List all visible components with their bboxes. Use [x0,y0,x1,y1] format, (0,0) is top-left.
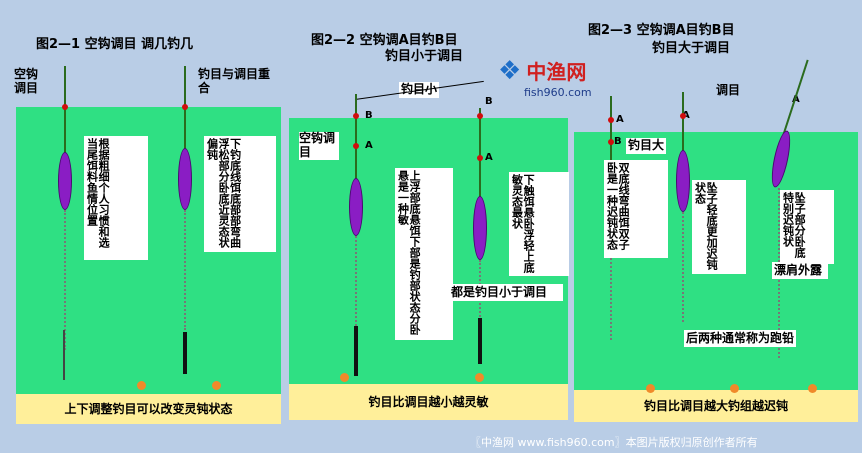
fishing-line [184,210,188,330]
float-antenna [64,66,66,156]
text-left: 双底线弯曲饵双子卧是一种迟钝状态 [605,162,631,250]
fishing-line [610,230,614,340]
label-diaomu-da: 钓目大 [626,138,667,154]
a-mark [608,117,614,123]
sinker-line [354,326,358,376]
mark-a: A [616,114,624,125]
float [473,196,487,260]
note-text: 都是钓目小于调目 [451,285,548,299]
logo-name: 中渔网 [526,60,587,84]
sinker [730,384,739,393]
panel-1: 图2—1 空钩调目 调几钓几 空钩调目 钓目与调目重合 上下调整钓目可以改变灵钝… [0,0,285,430]
sinker [646,384,655,393]
panel-3-text-mid: 坠子轻底更加迟钝状态 [692,180,746,274]
sinker [475,373,484,382]
mark-a: A [365,140,373,151]
ground: 上下调整钓目可以改变灵钝状态 [16,394,281,424]
text-left: 根据粗细个人习惯和选当尾饵料鱼情位置 [85,138,111,248]
panel-1-text-left: 根据粗细个人习惯和选当尾饵料鱼情位置 [84,136,148,260]
diaomu-mark [182,104,188,110]
panel-2-subtitle: 钓目小于调目 [385,49,464,64]
panel-3-text-left: 双底线弯曲饵双子卧是一种迟钝状态 [604,160,668,258]
text-left: 上浮部底悬饵下部是钓部状态分卧悬是一种敏 [396,170,422,335]
panel-3-note-float: 漂肩外露 [772,262,828,279]
panel-3: 图2—3 空钩调A目钓B目 钓目大于调目 调目 钓目比调目越大钓组越迟钝 A B… [570,0,862,430]
panel-1-text-right: 下钓底线饵底部部弯曲浮松部分卧底近灵态状偏钝 [204,136,276,252]
logo-url: fish960.com [524,86,592,99]
panel-2-text-left: 上浮部底悬饵下部是钓部状态分卧悬是一种敏 [395,168,453,340]
panel-2-note: 都是钓目小于调目 [449,284,563,301]
a-mark [477,155,483,161]
panel-1-title: 图2—1 空钩调目 调几钓几 [36,37,194,52]
sinker [137,381,146,390]
sinker [808,384,817,393]
text-mid: 坠子轻底更加迟钝状态 [693,182,719,270]
float-antenna [782,59,809,137]
sinker [212,381,221,390]
panel-2: 图2—2 空钩调A目钓B目 钓目小于调目 钓目小 钓目比调目越小越灵敏 空钩调目… [285,0,570,430]
b-mark [608,139,614,145]
float-antenna [479,108,481,198]
panel-3-caption: 钓目比调目越大钓组越迟钝 [643,399,788,413]
float [676,150,690,212]
text-right: 下钓底线饵底部部弯曲浮松部分卧底近灵态状偏钝 [205,138,242,248]
panel-2-caption: 钓目比调目越小越灵敏 [368,395,489,409]
note-float-text: 漂肩外露 [774,263,823,277]
site-logo: ❖ 中渔网 fish960.com [498,56,592,99]
panel-3-text-right: 坠子部分卧底特别迟钝状 [780,190,834,264]
b-mark [353,113,359,119]
panel-3-note-both: 后两种通常称为跑铅 [684,330,797,347]
ground: 钓目比调目越小越灵敏 [289,384,568,420]
panel-2-text-right: 下触饵悬卧浮轻上底敏灵态最状 [509,172,569,276]
ground: 钓目比调目越大钓组越迟钝 [574,390,858,422]
label-tiaomu: 调目 [716,83,741,97]
float-antenna [184,66,186,156]
panel-1-caption: 上下调整钓目可以改变灵钝状态 [64,402,233,416]
mark-a: A [485,152,493,163]
copyright-footer: 〖中渔网 www.fish960.com〗本图片版权归原创作者所有 [470,436,758,449]
sinker [340,373,349,382]
fishing-line [682,212,686,322]
a-mark [353,143,359,149]
a-mark [680,113,686,119]
tiaomu-mark [62,104,68,110]
hook-line [63,330,65,380]
panel-2-title: 图2—2 空钩调A目钓B目 [311,33,458,48]
mark-b: B [485,96,493,107]
fish-icon: ❖ [498,56,522,86]
note-both-text: 后两种通常称为跑铅 [686,331,795,345]
panel-3-title: 图2—3 空钩调A目钓B目 [588,23,735,38]
mark-b: B [614,136,622,147]
float [178,148,192,210]
fishing-line [64,210,68,350]
fishing-line [355,236,359,326]
b-mark [477,113,483,119]
text-right: 下触饵悬卧浮轻上底敏灵态最状 [510,174,536,273]
sinker-line [478,318,482,364]
mark-b: B [365,110,373,121]
label-kongou-tiaomu: 空钩调目 [299,131,339,160]
float-antenna [355,94,357,184]
sinker-line [183,332,187,374]
label-kongou-tiaomu: 空钩调目 [14,67,39,95]
panel-3-subtitle: 钓目大于调目 [652,41,731,56]
float [349,178,363,236]
float-antenna [682,92,684,162]
text-right: 坠子部分卧底特别迟钝状 [781,192,807,258]
float [58,152,72,210]
label-diaomu-coincide: 钓目与调目重合 [198,67,271,95]
